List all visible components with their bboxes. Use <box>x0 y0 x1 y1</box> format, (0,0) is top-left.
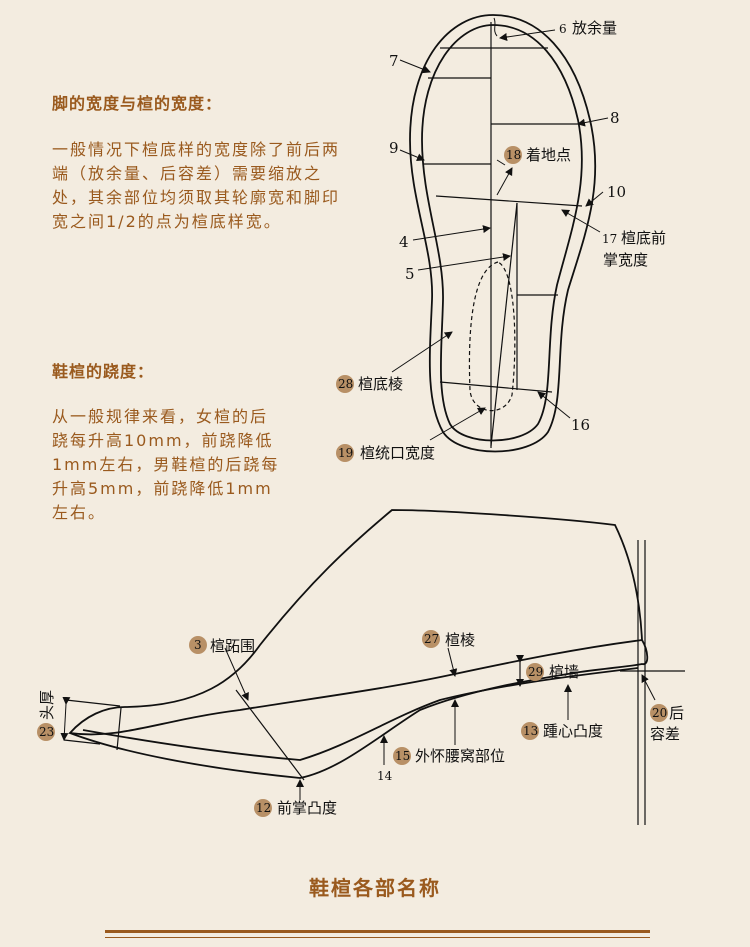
label-heel-allowance-2: 容差 <box>650 725 680 743</box>
badge-29-text: 29 <box>528 665 543 679</box>
badge-29 <box>526 663 544 681</box>
badge-13 <box>521 722 539 740</box>
label-forefoot-convexity: 前掌凸度 <box>277 799 337 817</box>
diagram-caption: 鞋楦各部名称 <box>309 876 441 900</box>
badge-15-text: 15 <box>395 749 410 763</box>
badge-23 <box>37 723 55 741</box>
label-10: 10 <box>607 183 626 201</box>
label-last-wall: 楦墙 <box>549 663 579 681</box>
badge-27 <box>422 630 440 648</box>
heading-last-spring: 鞋楦的跷度： <box>52 362 155 381</box>
badge-28-text: 28 <box>338 377 353 391</box>
label-bottom-edge: 楦底棱 <box>358 375 403 393</box>
last-side-outline <box>68 509 649 779</box>
label-top-opening-width: 楦统口宽度 <box>360 444 435 462</box>
bottom-rule-thin <box>105 937 650 938</box>
badge-15 <box>393 747 411 765</box>
label-16: 16 <box>571 416 590 434</box>
label-9: 9 <box>389 139 399 157</box>
label-heel-convexity: 踵心凸度 <box>543 722 603 740</box>
badge-23-text: 23 <box>39 725 54 739</box>
badge-19 <box>336 444 354 462</box>
label-forefoot-width-2: 掌宽度 <box>603 251 648 269</box>
label-7: 7 <box>389 52 399 70</box>
badge-18-text: 18 <box>506 148 521 162</box>
badge-3 <box>189 636 207 654</box>
bottom-rule-thick <box>105 930 650 933</box>
sole-guide-lines <box>424 22 585 448</box>
label-forefoot-width-1: 楦底前 <box>621 229 666 247</box>
sole-labels: 6 放余量 7 8 9 18 着地点 10 17 楦底前 掌宽度 4 5 28 … <box>336 19 666 462</box>
badge-20 <box>650 704 668 722</box>
label-6-num: 6 <box>559 22 567 36</box>
badge-19-text: 19 <box>338 446 353 460</box>
label-17-num: 17 <box>602 232 617 246</box>
sole-outline <box>409 14 597 453</box>
paragraph-last-spring: 从一般规律来看，女楦的后跷每升高10mm，前跷降低1mm左右，男鞋楦的后跷每升高… <box>52 407 280 522</box>
badge-12-text: 12 <box>256 801 271 815</box>
heading-foot-width: 脚的宽度与楦的宽度： <box>52 94 223 113</box>
label-heel-allowance-1: 后 <box>669 704 684 722</box>
badge-27-text: 27 <box>424 632 439 646</box>
paragraph-foot-width: 一般情况下楦底样的宽度除了前后两端（放余量、后容差）需要缩放之处，其余部位均须取… <box>52 140 341 231</box>
side-labels: 3 楦跖围 27 楦棱 29 楦墙 23 头厚 20 后 容差 13 踵心凸度 … <box>37 630 684 817</box>
label-4: 4 <box>399 233 409 251</box>
label-allowance: 放余量 <box>572 19 617 37</box>
badge-13-text: 13 <box>523 724 538 738</box>
label-last-edge: 楦棱 <box>445 631 475 649</box>
label-outer-waist: 外怀腰窝部位 <box>415 747 505 765</box>
badge-3-text: 3 <box>194 638 202 652</box>
badge-28 <box>336 375 354 393</box>
label-ball-girth: 楦跖围 <box>210 637 255 655</box>
label-8: 8 <box>610 109 620 127</box>
label-toe-thickness: 头厚 <box>38 690 56 720</box>
badge-18 <box>504 146 522 164</box>
label-contact-point: 着地点 <box>526 146 571 164</box>
side-guide-lines <box>63 540 685 825</box>
badge-20-text: 20 <box>652 706 667 720</box>
badge-12 <box>254 799 272 817</box>
label-14: 14 <box>377 769 393 783</box>
label-5: 5 <box>405 265 415 283</box>
